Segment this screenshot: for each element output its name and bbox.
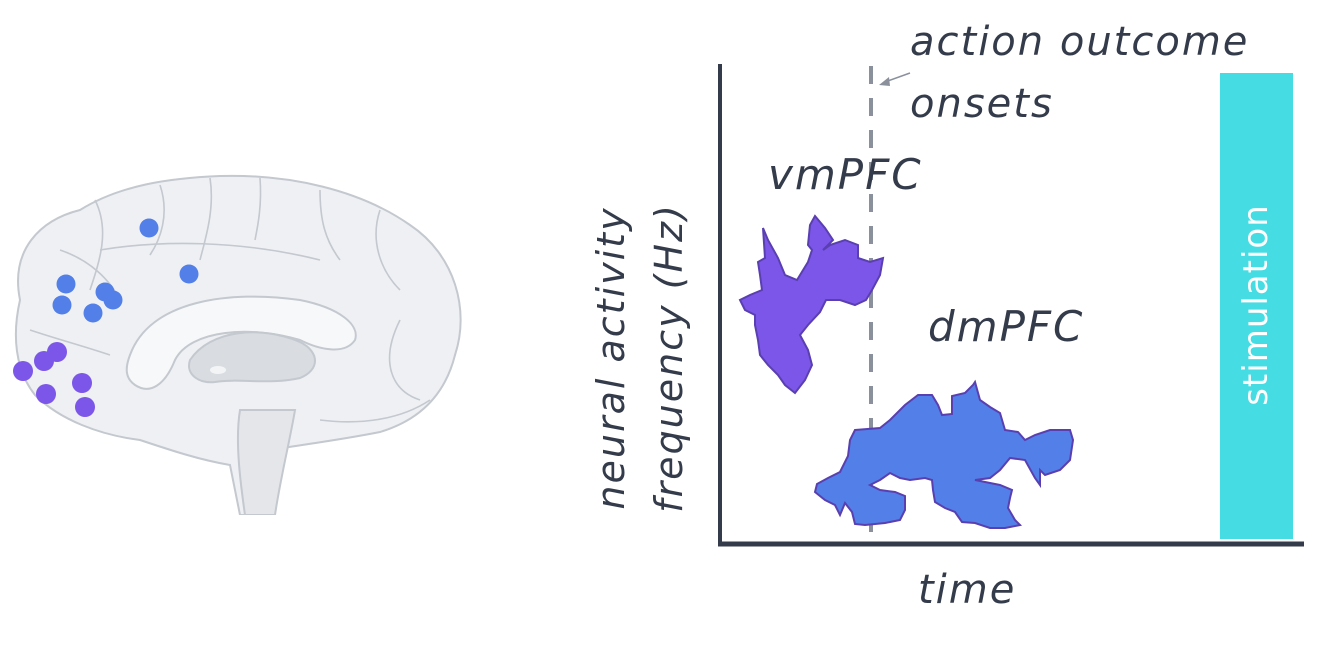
- dmPFC-label: dmPFC: [928, 302, 1085, 351]
- y-axis-label-line1: neural activity: [589, 206, 633, 510]
- dmPFC-dots: [52, 218, 199, 323]
- y-axis-label: neural activity frequency (Hz): [582, 158, 698, 558]
- vmPFC-label: vmPFC: [768, 150, 923, 199]
- arrow-icon: [879, 72, 911, 86]
- y-axis-label-line2: frequency (Hz): [647, 203, 691, 513]
- dmPFC-activity-blob: [813, 379, 1075, 529]
- x-axis-label: time: [918, 567, 1017, 613]
- brain-illustration: [13, 174, 462, 515]
- annotation-line2: onsets: [910, 81, 1054, 127]
- vmPFC-dots: [13, 342, 95, 417]
- annotation-line1: action outcome: [910, 19, 1250, 65]
- stimulation-label: stimulation: [1236, 204, 1276, 406]
- stimulation-bar: [1220, 73, 1293, 539]
- vmPFC-activity-blob: [738, 214, 885, 395]
